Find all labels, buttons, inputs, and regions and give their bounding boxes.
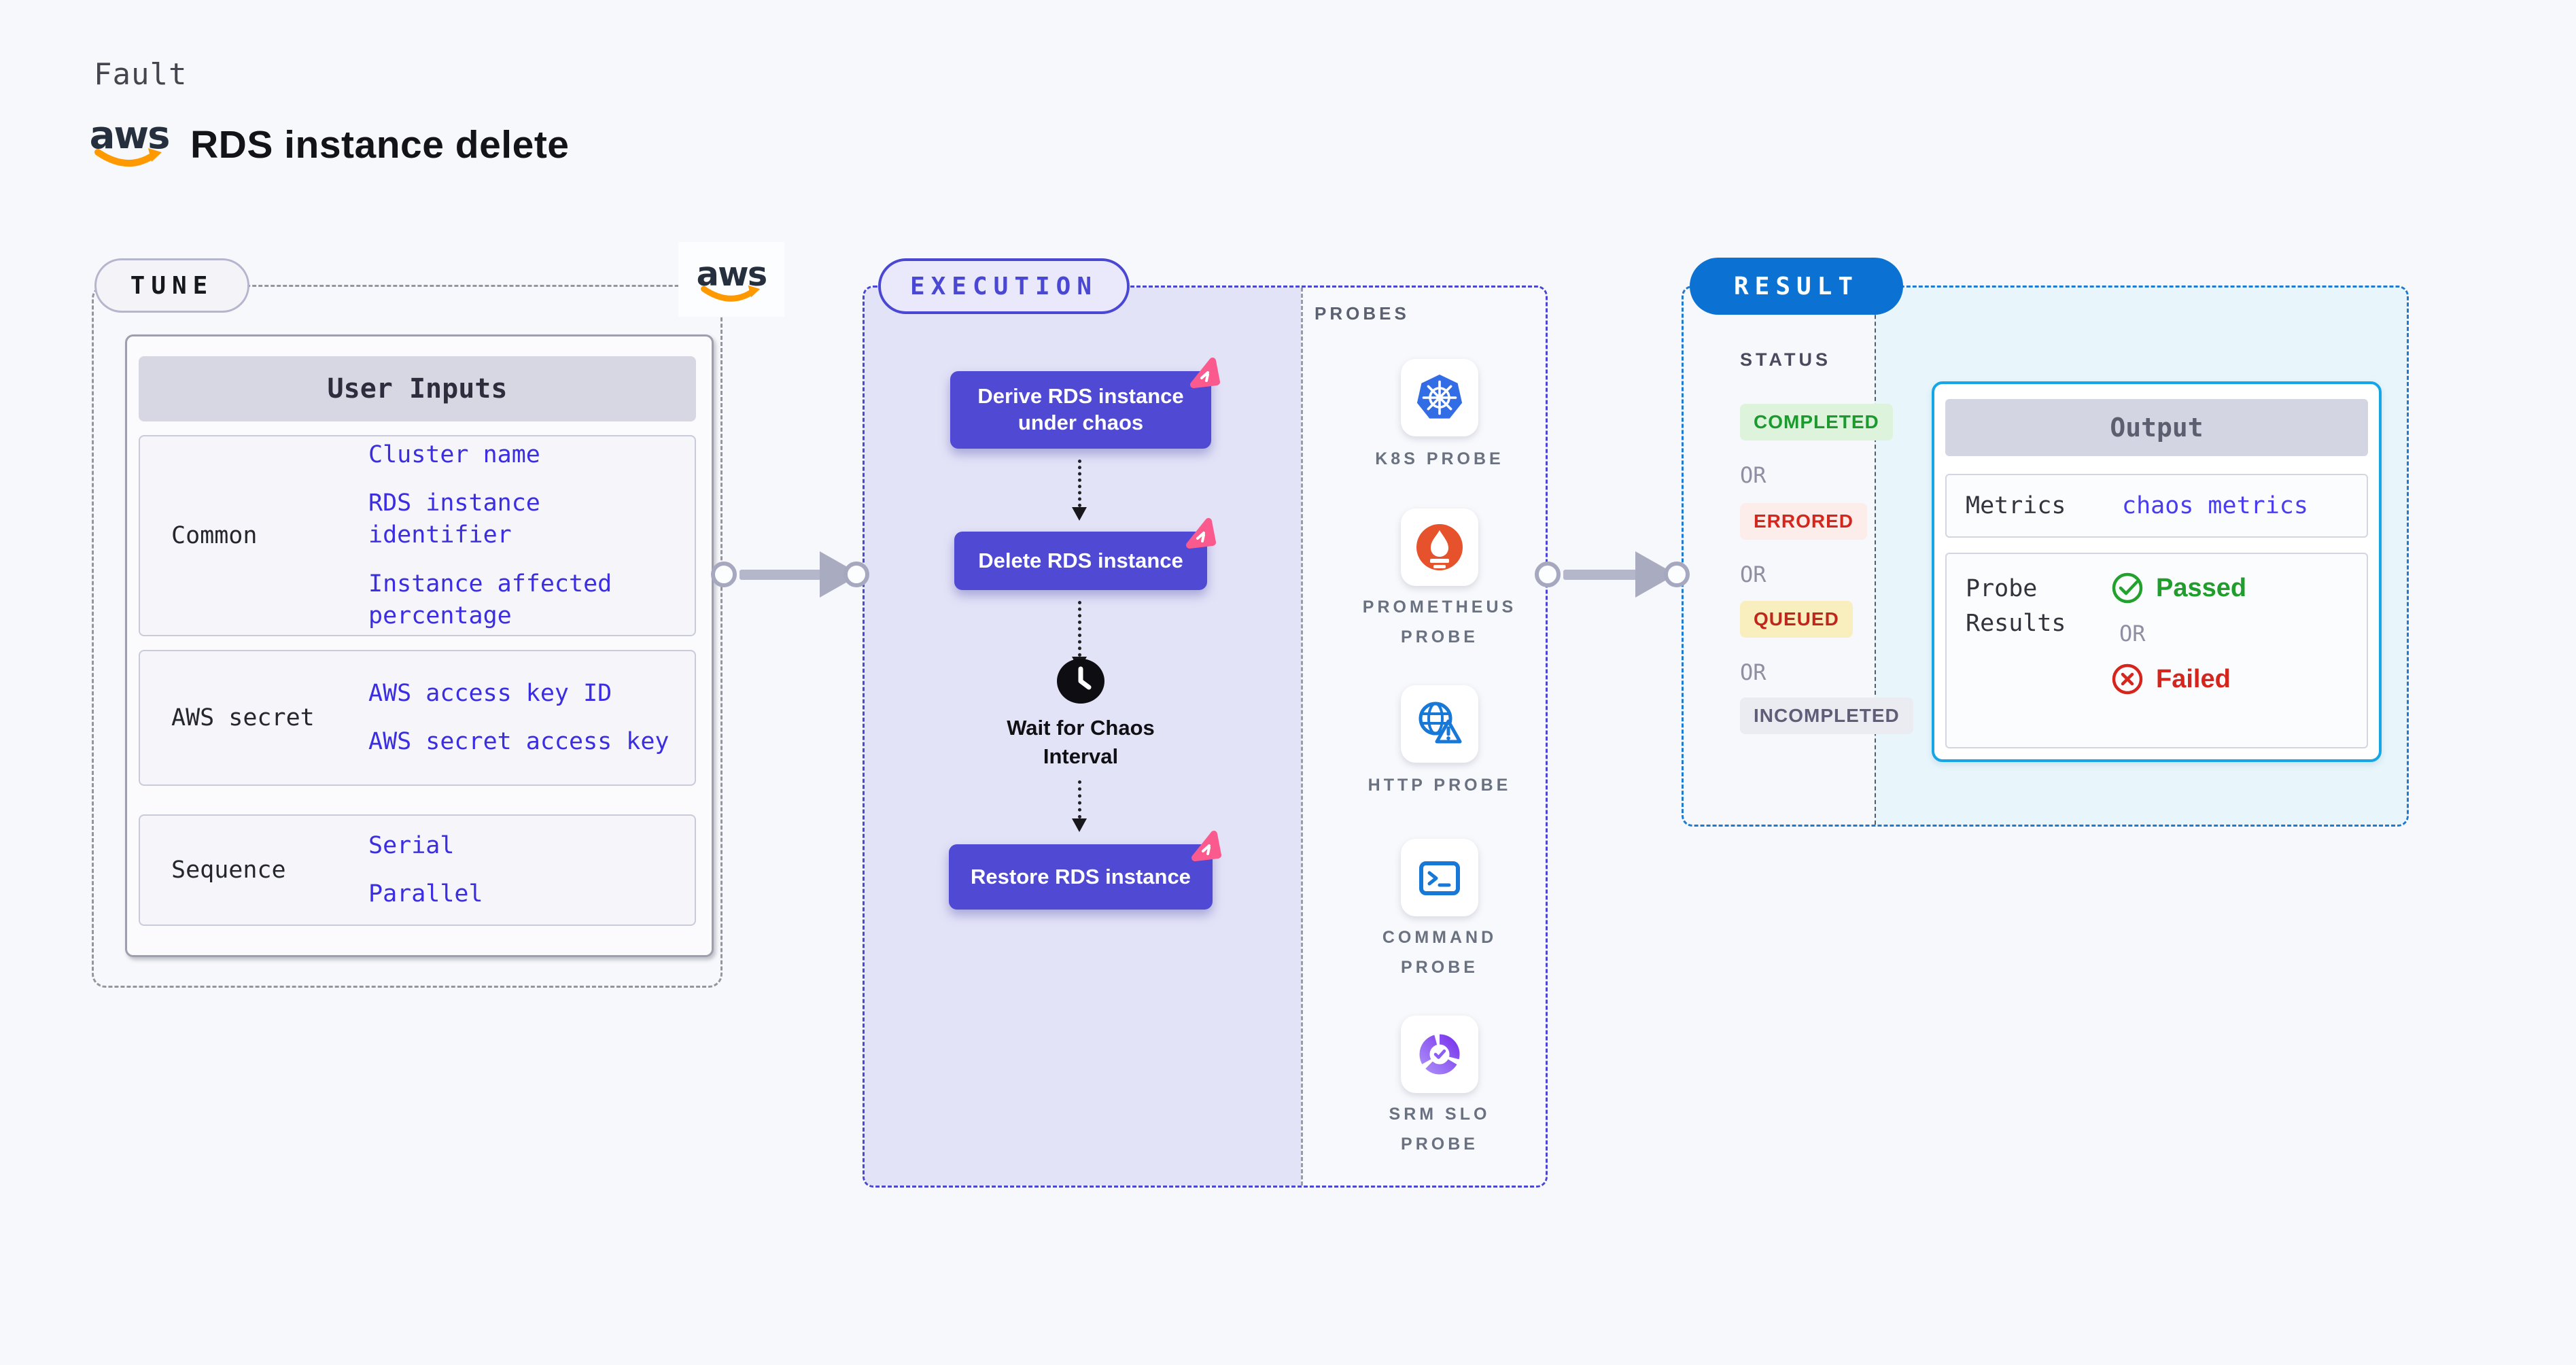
kubernetes-icon xyxy=(1416,375,1463,419)
failed-line: Failed xyxy=(2110,661,2246,697)
connector-line xyxy=(1563,570,1638,580)
svg-text:aws: aws xyxy=(697,254,767,294)
user-inputs-header: User Inputs xyxy=(139,356,696,421)
probe-label: SRM SLO PROBE xyxy=(1389,1105,1491,1154)
probe-label: HTTP PROBE xyxy=(1368,776,1512,795)
step-delete-rds-instance: Delete RDS instance xyxy=(954,518,1216,590)
chaos-icon xyxy=(1186,518,1216,549)
status-badge-label: ERRORED xyxy=(1740,503,1868,540)
input-link[interactable]: Instance affected percentage xyxy=(368,570,612,629)
chaos-icon xyxy=(1190,358,1220,388)
x-circle-icon xyxy=(2112,663,2143,695)
input-link[interactable]: AWS secret access key xyxy=(368,728,669,755)
flow-arrowhead-icon xyxy=(1072,507,1087,521)
input-row-label: Sequence xyxy=(171,857,286,884)
step-restore-rds-instance: Restore RDS instance xyxy=(949,831,1221,910)
passed-label: Passed xyxy=(2156,573,2247,602)
fault-kicker: Fault xyxy=(94,57,188,92)
status-title: STATUS xyxy=(1740,349,1831,370)
terminal-icon xyxy=(1419,861,1460,895)
connector-end-dot xyxy=(843,561,869,587)
clock-icon xyxy=(1057,659,1104,704)
aws-icon: aws xyxy=(697,254,767,302)
globe-warning-icon xyxy=(1418,702,1462,744)
status-badge-label: INCOMPLETED xyxy=(1740,697,1913,734)
or-separator: OR xyxy=(1740,659,1766,685)
chaos-metrics-link[interactable]: chaos metrics xyxy=(2122,492,2308,519)
step-derive-rds-instance: Derive RDS instance under chaos xyxy=(950,358,1220,449)
input-row-label: AWS secret xyxy=(171,704,315,731)
probe-results-label: Probe Results xyxy=(1966,575,2066,637)
wait-for-chaos-interval-label: Wait for Chaos Interval xyxy=(1007,716,1155,768)
connector-end-dot xyxy=(1664,561,1690,587)
input-link[interactable]: Serial xyxy=(368,831,455,859)
metrics-label: Metrics xyxy=(1966,492,2066,519)
failed-label: Failed xyxy=(2156,664,2231,693)
input-row-values: AWS access key ID AWS secret access key xyxy=(368,678,695,759)
input-row-label: Common xyxy=(171,522,258,549)
flow-arrow-line xyxy=(1078,601,1081,657)
flow-arrow-line xyxy=(1078,780,1081,818)
status-badge-label: COMPLETED xyxy=(1740,404,1893,440)
tune-section-badge: TUNE xyxy=(94,258,249,313)
passed-line: Passed xyxy=(2110,570,2246,606)
input-row-values: Cluster name RDS instance identifier Ins… xyxy=(368,439,695,632)
input-row-common: Common Cluster name RDS instance identif… xyxy=(139,435,696,636)
status-badge-incompleted: INCOMPLETED xyxy=(1740,697,1913,734)
input-link[interactable]: Cluster name xyxy=(368,440,540,468)
input-link[interactable]: RDS instance identifier xyxy=(368,489,540,549)
svg-text:aws: aws xyxy=(90,114,169,158)
status-output-divider xyxy=(1875,288,1876,825)
or-separator: OR xyxy=(2119,621,2146,646)
connector-start-dot xyxy=(1535,561,1561,587)
input-link[interactable]: AWS access key ID xyxy=(368,679,612,707)
input-row-aws-secret: AWS secret AWS access key ID AWS secret … xyxy=(139,650,696,786)
probe-label: COMMAND PROBE xyxy=(1382,928,1497,977)
execution-section xyxy=(863,286,1548,1188)
flow-arrowhead-icon xyxy=(1072,818,1087,832)
chaos-icon xyxy=(1191,831,1221,861)
step-label: Restore RDS instance xyxy=(971,864,1191,888)
step-label: Delete RDS instance xyxy=(978,548,1183,572)
probe-card-k8s xyxy=(1401,359,1478,436)
probe-card-http xyxy=(1401,685,1478,763)
probe-label: K8S PROBE xyxy=(1375,449,1504,468)
check-circle-icon xyxy=(2112,572,2143,604)
status-badge-queued: QUEUED xyxy=(1740,601,1853,638)
probe-results-values: Passed OR Failed xyxy=(2110,570,2246,697)
aws-fault-corner-logo: aws xyxy=(678,242,784,317)
input-row-sequence: Sequence Serial Parallel xyxy=(139,814,696,926)
output-header: Output xyxy=(1945,399,2368,456)
step-label: Derive RDS instance under chaos xyxy=(977,384,1184,434)
aws-logo: aws xyxy=(90,114,170,167)
or-separator: OR xyxy=(1740,561,1766,587)
status-badge-completed: COMPLETED xyxy=(1740,404,1893,440)
connector-line xyxy=(739,570,822,580)
output-metrics-row: Metrics chaos metrics xyxy=(1945,474,2368,538)
flow-arrow-line xyxy=(1078,460,1081,507)
slo-donut-check-icon xyxy=(1419,1034,1460,1075)
or-separator: OR xyxy=(1740,462,1766,488)
status-badge-label: QUEUED xyxy=(1740,601,1853,638)
result-section-badge: RESULT xyxy=(1690,258,1903,315)
status-badge-errored: ERRORED xyxy=(1740,503,1868,540)
prometheus-icon xyxy=(1416,524,1463,570)
output-probe-results-row: Probe Results Passed OR Failed xyxy=(1945,553,2368,748)
execution-section-badge: EXECUTION xyxy=(878,258,1130,314)
input-row-values: Serial Parallel xyxy=(368,830,695,911)
tune-section xyxy=(92,285,723,988)
input-link[interactable]: Parallel xyxy=(368,880,483,908)
probe-card-srm-slo xyxy=(1401,1016,1478,1093)
connector-start-dot xyxy=(711,561,737,587)
probes-title: PROBES xyxy=(1315,303,1410,324)
probe-card-prometheus xyxy=(1401,508,1478,586)
page-title: RDS instance delete xyxy=(190,123,570,167)
probe-card-command xyxy=(1401,839,1478,916)
execution-probes-divider xyxy=(1301,288,1303,1186)
probe-label: PROMETHEUS PROBE xyxy=(1362,598,1517,646)
